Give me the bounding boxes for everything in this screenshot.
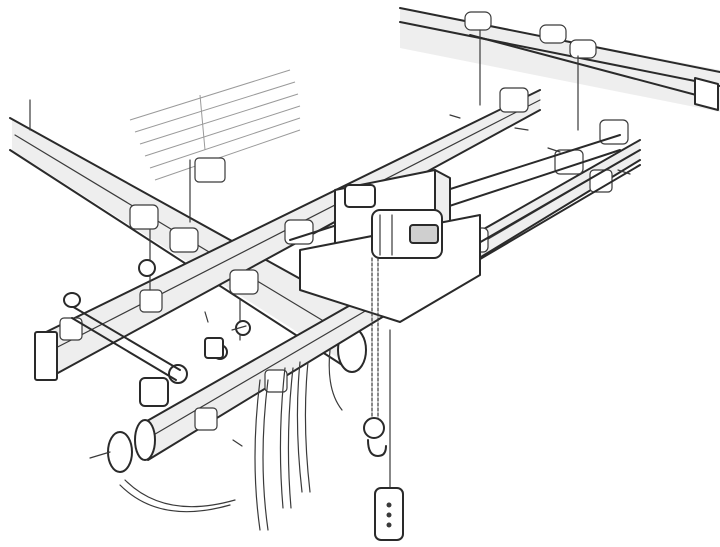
festoon-cables — [119, 349, 343, 531]
ceiling-structure — [129, 69, 301, 181]
load-chain — [371, 257, 379, 421]
hoist-motor-unit — [371, 209, 443, 259]
pendant-control — [374, 329, 404, 541]
end-stops — [89, 114, 631, 473]
runway-rail-far — [399, 7, 720, 131]
load-hook — [363, 417, 387, 457]
brace-bar — [63, 292, 181, 381]
